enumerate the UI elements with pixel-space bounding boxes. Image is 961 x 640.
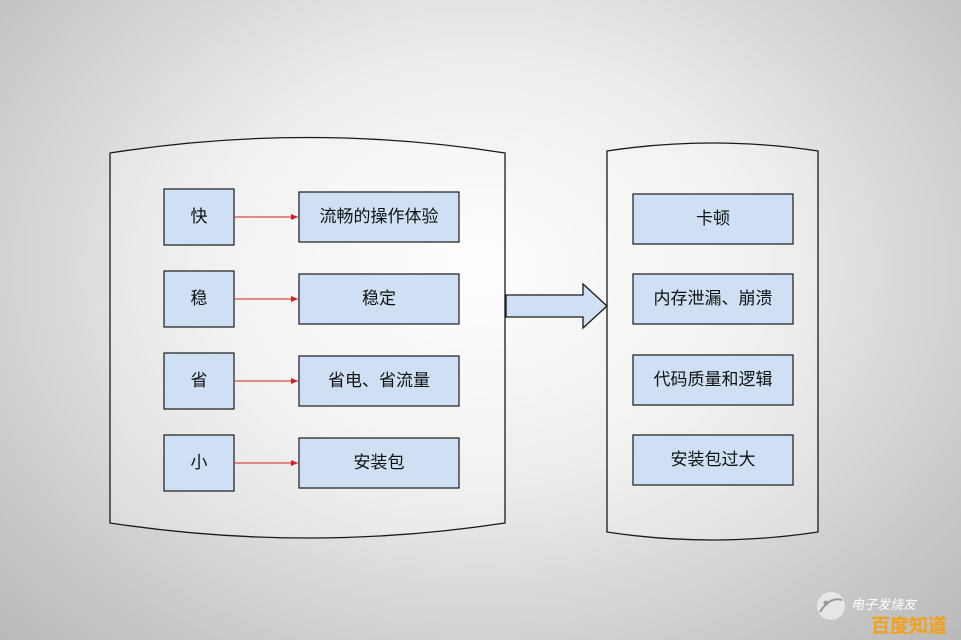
problem-label-code: 代码质量和逻辑	[654, 370, 773, 390]
left-row-2: 稳 稳定	[163, 270, 460, 328]
key-box-fast	[163, 188, 235, 246]
problem-box-package-size	[632, 434, 794, 486]
problem-label-package-size: 安装包过大	[671, 450, 756, 470]
desc-box-smooth	[298, 191, 460, 243]
watermark: 电子发烧友 百度知道	[817, 592, 947, 637]
watermark-line2: 百度知道	[871, 614, 947, 637]
left-row-1: 快 流畅的操作体验	[163, 188, 460, 246]
transition-arrow	[505, 282, 608, 330]
desc-box-power	[298, 355, 460, 407]
desc-label-package: 安装包	[354, 453, 405, 473]
key-label-stable: 稳	[191, 289, 208, 309]
desc-label-stability: 稳定	[362, 289, 396, 309]
problem-box-code	[632, 354, 794, 406]
key-box-small	[163, 434, 235, 492]
desc-box-package	[298, 437, 460, 489]
watermark-line1: 电子发烧友	[851, 598, 918, 613]
problem-box-memory	[632, 273, 794, 325]
desc-label-smooth: 流畅的操作体验	[320, 207, 439, 227]
problem-label-memory: 内存泄漏、崩溃	[654, 289, 773, 309]
desc-label-power: 省电、省流量	[328, 371, 430, 391]
problem-box-lag	[632, 193, 794, 245]
left-row-3: 省 省电、省流量	[163, 352, 460, 410]
right-column: 卡顿 内存泄漏、崩溃 代码质量和逻辑 安装包过大	[632, 193, 794, 486]
problem-label-lag: 卡顿	[696, 209, 730, 229]
watermark-logo-icon	[817, 592, 845, 620]
key-box-save	[163, 352, 235, 410]
key-label-small: 小	[191, 453, 208, 473]
left-row-4: 小 安装包	[163, 434, 460, 492]
key-label-save: 省	[191, 371, 208, 391]
key-label-fast: 快	[191, 207, 208, 227]
key-box-stable	[163, 270, 235, 328]
desc-box-stability	[298, 273, 460, 325]
